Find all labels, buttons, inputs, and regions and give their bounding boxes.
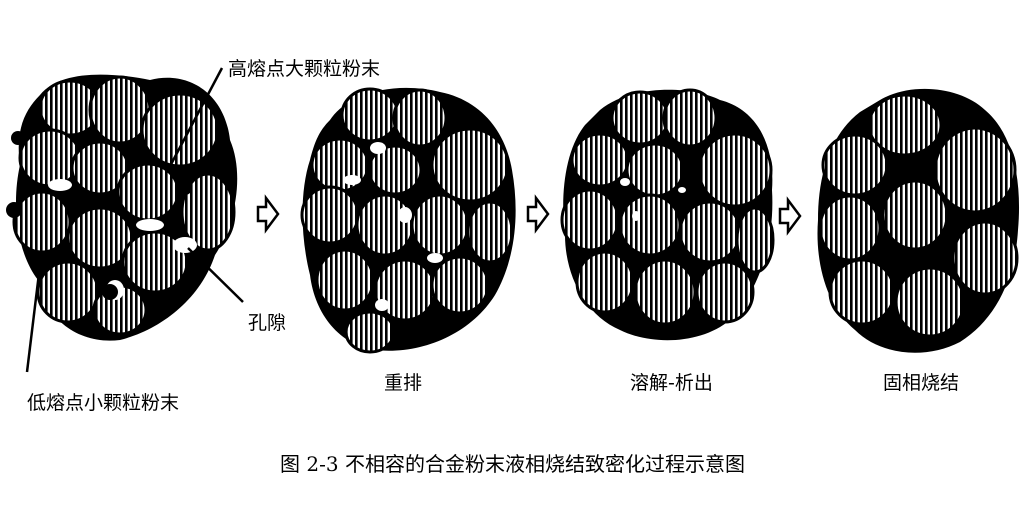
large-particle: [560, 188, 620, 252]
large-particle: [140, 92, 220, 168]
pore: [620, 178, 630, 186]
large-particle: [373, 258, 437, 322]
large-particle: [951, 220, 1019, 296]
large-particle: [466, 200, 514, 264]
large-particle: [430, 127, 510, 203]
arrow-icon: [256, 194, 280, 234]
large-particle: [315, 248, 375, 312]
large-particle: [678, 200, 742, 264]
large-particle: [66, 206, 134, 270]
large-particle: [695, 260, 755, 324]
small-particle: [102, 284, 118, 300]
pore: [48, 179, 72, 191]
large-particle: [310, 137, 370, 193]
large-particle: [618, 193, 682, 257]
large-particle: [570, 132, 630, 188]
small-particle: [32, 254, 48, 270]
stage-solid-sintering-particles: [817, 88, 1020, 353]
large-particle: [410, 193, 470, 257]
large-particle: [36, 260, 100, 324]
leader-line-high-melting: [166, 67, 224, 171]
arrow-icon: [778, 196, 802, 236]
pore: [343, 175, 361, 185]
pore: [370, 142, 386, 154]
stage-label-solid-sintering: 固相烧结: [883, 372, 960, 394]
leader-line-pore: [187, 247, 244, 303]
pore: [375, 299, 389, 311]
large-particle: [735, 206, 775, 274]
small-particle: [178, 181, 192, 195]
small-particle: [6, 202, 22, 218]
large-particle: [355, 193, 415, 257]
large-particle: [70, 140, 130, 196]
label-pore: 孔隙: [248, 312, 287, 334]
large-particle: [662, 88, 718, 148]
large-particle: [180, 172, 236, 252]
large-particle: [818, 194, 882, 262]
large-particle: [18, 128, 82, 188]
figure-caption: 图 2-3 不相容的合金粉末液相烧结致密化过程示意图: [280, 452, 745, 476]
large-particle: [881, 179, 949, 251]
large-particle: [340, 87, 400, 143]
arrow-icon: [526, 194, 550, 234]
large-particle: [575, 250, 635, 314]
pore: [398, 207, 412, 223]
large-particle: [867, 93, 943, 157]
large-particle: [344, 310, 396, 354]
large-particle: [121, 230, 189, 294]
large-particle: [633, 258, 697, 326]
large-particle: [367, 144, 423, 196]
large-particle: [392, 88, 448, 148]
leader-line-low-melting: [25, 264, 42, 373]
stage-label-rearrangement: 重排: [384, 372, 423, 394]
stage-solution-reprecipitation-particles: [560, 88, 775, 341]
stage-initial-particles: [6, 74, 238, 341]
large-particle: [300, 185, 360, 245]
large-particle: [430, 255, 490, 315]
leader-lines: [25, 67, 244, 373]
large-particle: [625, 142, 685, 198]
large-particle: [12, 190, 72, 254]
pore: [632, 211, 640, 221]
large-particle: [821, 133, 889, 197]
large-particle: [894, 266, 966, 338]
large-particle: [828, 258, 896, 326]
large-particle: [933, 126, 1017, 214]
pore: [173, 237, 197, 253]
stage-rearrangement-particles: [300, 87, 516, 354]
stage-label-solution-reprecipitation: 溶解-析出: [630, 372, 713, 394]
large-particle: [116, 162, 180, 222]
label-high-melting-large-powder: 高熔点大颗粒粉末: [228, 58, 381, 80]
small-particle: [11, 131, 25, 145]
pore: [427, 253, 443, 263]
large-particle: [610, 90, 670, 146]
pore: [136, 219, 164, 231]
process-arrows: [256, 194, 802, 236]
label-low-melting-small-powder: 低熔点小颗粒粉末: [27, 392, 180, 414]
pore: [678, 187, 686, 193]
large-particle: [697, 132, 773, 208]
